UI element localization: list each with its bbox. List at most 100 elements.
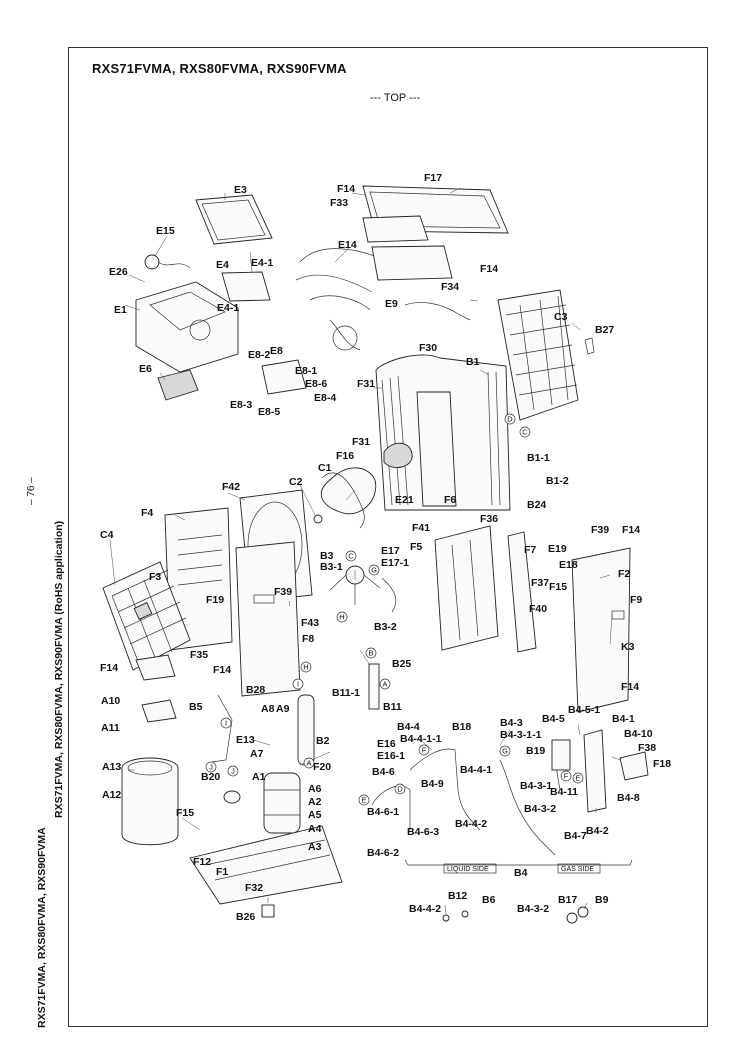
part-label: B4-1 xyxy=(612,713,635,725)
part-label: B1-2 xyxy=(546,475,569,487)
part-label: B20 xyxy=(201,771,220,783)
part-label: B17 xyxy=(558,894,577,906)
part-label: B4-11 xyxy=(550,786,578,798)
part-label: A6 xyxy=(308,783,322,795)
part-label: A13 xyxy=(102,761,121,773)
callout-e1: E xyxy=(358,794,370,806)
callout-j2: J xyxy=(227,765,239,777)
part-label: E4-1 xyxy=(217,302,239,314)
svg-text:F: F xyxy=(422,746,427,755)
part-label: E1 xyxy=(114,304,127,316)
part-label: B26 xyxy=(236,911,255,923)
svg-text:D: D xyxy=(507,415,513,424)
callout-c2: C xyxy=(519,426,531,438)
part-label: B4-4 xyxy=(397,721,420,733)
part-label: B4-6 xyxy=(372,766,395,778)
part-label: B4-5 xyxy=(542,713,565,725)
svg-text:F: F xyxy=(564,772,569,781)
part-label: E19 xyxy=(548,543,567,555)
part-label: F19 xyxy=(206,594,224,606)
part-label: F16 xyxy=(336,450,354,462)
callout-h1: H xyxy=(336,611,348,623)
part-label: B4-10 xyxy=(624,728,653,740)
part-label: C2 xyxy=(289,476,303,488)
part-label: E8-4 xyxy=(314,392,336,404)
part-label: F6 xyxy=(444,494,456,506)
part-label: B24 xyxy=(527,499,546,511)
part-label: B4-2 xyxy=(586,825,609,837)
part-label: B11 xyxy=(383,701,402,713)
part-label: A5 xyxy=(308,809,322,821)
part-label: E17-1 xyxy=(381,557,409,569)
svg-text:I: I xyxy=(225,719,227,728)
part-label: F20 xyxy=(313,761,331,773)
part-label: F39 xyxy=(274,586,292,598)
part-label: F39 xyxy=(591,524,609,536)
part-label: F30 xyxy=(419,342,437,354)
part-label: B11-1 xyxy=(332,687,360,699)
part-label: F43 xyxy=(301,617,319,629)
part-label: B4-6-3 xyxy=(407,826,439,838)
part-label: F14 xyxy=(480,263,498,275)
part-label: F12 xyxy=(193,856,211,868)
part-label: B6 xyxy=(482,894,496,906)
svg-text:I: I xyxy=(297,680,299,689)
part-label: F7 xyxy=(524,544,536,556)
part-label: F14 xyxy=(621,681,639,693)
svg-text:J: J xyxy=(209,763,213,772)
part-label: B5 xyxy=(189,701,203,713)
part-label: F31 xyxy=(352,436,370,448)
part-label: B3-1 xyxy=(320,561,343,573)
part-label: A3 xyxy=(308,841,322,853)
part-label: E9 xyxy=(385,298,398,310)
part-label: F8 xyxy=(302,633,314,645)
part-label: F38 xyxy=(638,742,656,754)
part-label: E8-1 xyxy=(295,365,317,377)
part-label: B4-6-1 xyxy=(367,806,399,818)
part-label: E18 xyxy=(559,559,578,571)
part-label: F17 xyxy=(424,172,442,184)
svg-text:G: G xyxy=(502,747,508,756)
part-label: A2 xyxy=(308,796,322,808)
part-label: B4-4-1 xyxy=(460,764,492,776)
part-label: B28 xyxy=(246,684,265,696)
part-label: F15 xyxy=(549,581,567,593)
part-label: F18 xyxy=(653,758,671,770)
part-label: B4-3-1-1 xyxy=(500,729,542,741)
part-label: B27 xyxy=(595,324,614,336)
part-label: B1 xyxy=(466,356,480,368)
part-label: E4 xyxy=(216,259,229,271)
part-label: E8-5 xyxy=(258,406,280,418)
callout-i2: I xyxy=(220,717,232,729)
part-label: E6 xyxy=(139,363,152,375)
svg-text:C: C xyxy=(348,552,354,561)
part-label: E26 xyxy=(109,266,128,278)
part-label: E16-1 xyxy=(377,750,405,762)
view-label: --- TOP --- xyxy=(370,92,421,104)
svg-text:H: H xyxy=(303,663,308,672)
svg-text:J: J xyxy=(231,767,235,776)
part-label: B4-3-1 xyxy=(520,780,552,792)
part-label: F36 xyxy=(480,513,498,525)
part-label: B9 xyxy=(595,894,609,906)
part-drawings xyxy=(102,185,649,924)
part-label: K3 xyxy=(621,641,635,653)
part-label: C4 xyxy=(100,529,114,541)
part-label: B4-3 xyxy=(500,717,523,729)
part-label: F5 xyxy=(410,541,422,553)
part-label: F1 xyxy=(216,866,228,878)
callout-b1: B xyxy=(365,647,377,659)
part-label: F15 xyxy=(176,807,194,819)
part-label: E8-6 xyxy=(305,378,327,390)
part-label: E17 xyxy=(381,545,400,557)
part-label: F34 xyxy=(441,281,459,293)
part-label: A7 xyxy=(250,748,264,760)
part-label: B19 xyxy=(526,745,545,757)
part-label: F32 xyxy=(245,882,263,894)
part-label: E8 xyxy=(270,345,283,357)
callout-g2: G xyxy=(499,745,511,757)
callout-c1: C xyxy=(345,550,357,562)
callout-a1: A xyxy=(379,678,391,690)
part-label: B3 xyxy=(320,550,334,562)
